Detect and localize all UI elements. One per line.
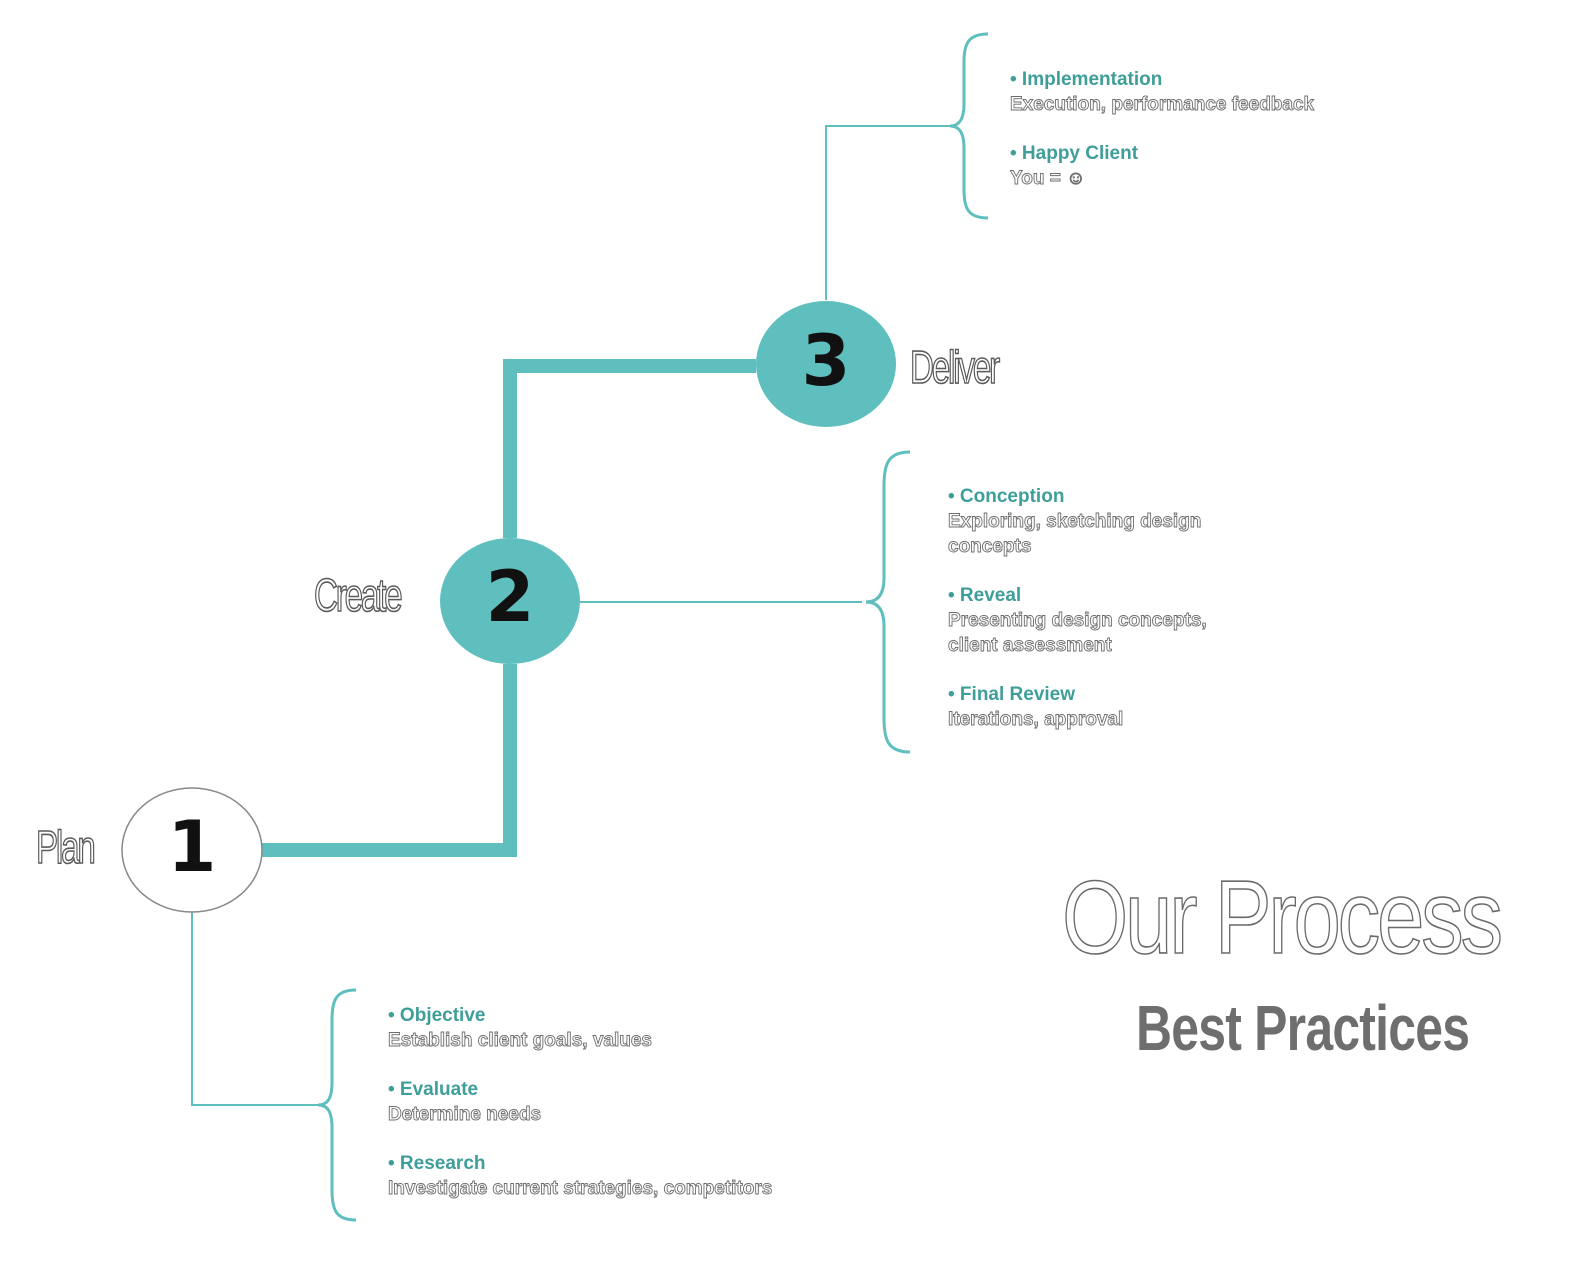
create-item-desc: Iterations, approval bbox=[948, 709, 1124, 731]
page-subtitle: Best Practices bbox=[1136, 992, 1470, 1064]
plan-item-title: • Evaluate bbox=[388, 1079, 479, 1100]
create-item: • Conception Exploring, sketching design… bbox=[948, 484, 1248, 559]
connector-plan-to-brace bbox=[191, 912, 322, 1106]
deliver-item: • Happy Client You = ☺ bbox=[1010, 141, 1430, 191]
main-path-2-to-3 bbox=[503, 359, 756, 538]
connector-deliver-to-brace bbox=[825, 125, 950, 300]
deliver-item-title: • Implementation bbox=[1010, 69, 1163, 90]
create-item-desc: Presenting design concepts, client asses… bbox=[948, 610, 1208, 657]
plan-item-desc: Determine needs bbox=[388, 1104, 542, 1126]
plan-item: • Evaluate Determine needs bbox=[388, 1077, 908, 1127]
node-plan-circle bbox=[121, 787, 263, 913]
stage-label-deliver: Deliver bbox=[909, 341, 1000, 393]
deliver-item-desc: You = ☺ bbox=[1010, 168, 1086, 190]
plan-item: • Research Investigate current strategie… bbox=[388, 1151, 908, 1201]
create-item: • Reveal Presenting design concepts, cli… bbox=[948, 583, 1248, 658]
deliver-item-desc: Execution, performance feedback bbox=[1010, 94, 1315, 116]
brace-plan bbox=[317, 988, 357, 1222]
deliver-item: • Implementation Execution, performance … bbox=[1010, 67, 1430, 117]
brace-create bbox=[865, 450, 911, 754]
plan-item-title: • Research bbox=[388, 1153, 486, 1174]
stage-number-2: 2 bbox=[485, 556, 535, 638]
stage-label-plan: Plan bbox=[35, 821, 96, 873]
create-item-desc: Exploring, sketching design concepts bbox=[948, 511, 1202, 558]
stage-number-3: 3 bbox=[801, 320, 851, 402]
page-title: Our Process bbox=[1061, 860, 1503, 976]
plan-item-title: • Objective bbox=[388, 1005, 486, 1026]
create-items: • Conception Exploring, sketching design… bbox=[948, 484, 1248, 756]
plan-item-desc: Establish client goals, values bbox=[388, 1030, 653, 1052]
deliver-item-title: • Happy Client bbox=[1010, 143, 1139, 164]
plan-items: • Objective Establish client goals, valu… bbox=[388, 1003, 908, 1225]
create-item-title: • Final Review bbox=[948, 684, 1076, 705]
deliver-items: • Implementation Execution, performance … bbox=[1010, 67, 1430, 215]
node-deliver-circle bbox=[756, 301, 896, 427]
main-path-1-to-2 bbox=[262, 664, 517, 857]
plan-item: • Objective Establish client goals, valu… bbox=[388, 1003, 908, 1053]
node-create-circle bbox=[440, 538, 580, 664]
brace-deliver bbox=[949, 32, 989, 220]
stage-number-1: 1 bbox=[167, 806, 217, 888]
create-item-title: • Reveal bbox=[948, 585, 1022, 606]
stage-label-create: Create bbox=[313, 569, 403, 621]
plan-item-desc: Investigate current strategies, competit… bbox=[388, 1178, 773, 1200]
create-item: • Final Review Iterations, approval bbox=[948, 682, 1248, 732]
create-item-title: • Conception bbox=[948, 486, 1065, 507]
